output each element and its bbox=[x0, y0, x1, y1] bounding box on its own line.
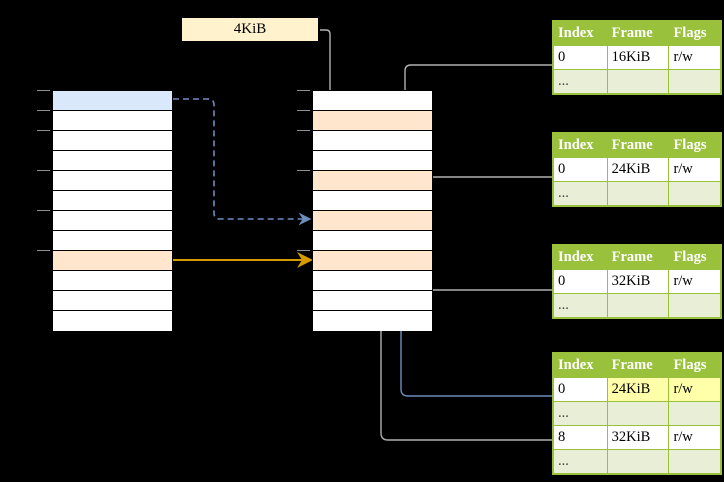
frame-table-cell-index: ... bbox=[553, 69, 608, 94]
frame-table-row[interactable]: ... bbox=[553, 181, 721, 206]
page-table-entry[interactable] bbox=[53, 151, 172, 171]
frame-table-row[interactable]: ... bbox=[553, 293, 721, 318]
page-table-entry[interactable] bbox=[313, 211, 432, 231]
page-table-entry[interactable] bbox=[313, 311, 432, 331]
page-table-entry[interactable] bbox=[313, 291, 432, 311]
page-table-entry[interactable] bbox=[313, 151, 432, 171]
tick-mark bbox=[297, 130, 310, 131]
page-table-entry[interactable] bbox=[53, 231, 172, 251]
tick-mark bbox=[37, 130, 50, 131]
column-header-index: Index bbox=[553, 21, 608, 46]
frame-table-cell-flags: r/w bbox=[668, 377, 721, 402]
middle-page-table[interactable] bbox=[312, 90, 433, 331]
page-table-entry[interactable] bbox=[53, 271, 172, 291]
column-header-frame: Frame bbox=[606, 21, 670, 46]
frame-table-cell-flags bbox=[668, 69, 721, 94]
frame-table-cell-frame: 32KiB bbox=[606, 269, 670, 294]
frame-table-cell-flags: r/w bbox=[668, 45, 721, 70]
frame-table-cell-flags bbox=[668, 449, 721, 474]
tick-mark bbox=[297, 250, 310, 251]
page-table-entry[interactable] bbox=[313, 91, 432, 111]
frame-table-row[interactable]: ... bbox=[553, 401, 721, 426]
column-header-flags: Flags bbox=[668, 133, 721, 158]
frame-table-cell-index: ... bbox=[553, 449, 608, 474]
size-label-4kib: 4KiB bbox=[182, 18, 318, 41]
page-table-entry[interactable] bbox=[53, 131, 172, 151]
page-table-entry[interactable] bbox=[313, 111, 432, 131]
tick-mark bbox=[297, 90, 310, 91]
page-table-entry[interactable] bbox=[53, 91, 172, 111]
column-header-index: Index bbox=[553, 353, 608, 378]
page-table-entry[interactable] bbox=[313, 271, 432, 291]
page-table-entry[interactable] bbox=[313, 251, 432, 271]
frame-table-cell-frame bbox=[606, 181, 670, 206]
column-header-index: Index bbox=[553, 245, 608, 270]
tick-mark bbox=[297, 170, 310, 171]
frame-table-cell-flags: r/w bbox=[668, 425, 721, 450]
tick-mark bbox=[37, 170, 50, 171]
tick-mark bbox=[37, 250, 50, 251]
frame-table-cell-flags: r/w bbox=[668, 157, 721, 182]
left-page-table[interactable] bbox=[52, 90, 173, 331]
frame-table-cell-frame bbox=[606, 401, 670, 426]
tick-mark bbox=[37, 110, 50, 111]
frame-table-cell-flags bbox=[668, 401, 721, 426]
page-table-entry[interactable] bbox=[313, 131, 432, 151]
frame-table-cell-flags: r/w bbox=[668, 269, 721, 294]
frame-table-row[interactable]: ... bbox=[553, 69, 721, 94]
frame-table-cell-frame: 32KiB bbox=[606, 425, 670, 450]
frame-table-cell-index: 0 bbox=[553, 45, 608, 70]
tick-mark bbox=[37, 210, 50, 211]
page-table-entry[interactable] bbox=[53, 111, 172, 131]
page-table-entry[interactable] bbox=[53, 171, 172, 191]
frame-table-cell-flags bbox=[668, 293, 721, 318]
column-header-flags: Flags bbox=[668, 245, 721, 270]
page-table-entry[interactable] bbox=[53, 251, 172, 271]
column-header-frame: Frame bbox=[606, 353, 670, 378]
page-table-entry[interactable] bbox=[53, 291, 172, 311]
frame-table-cell-frame: 24KiB bbox=[606, 377, 670, 402]
frame-table-cell-index: 0 bbox=[553, 157, 608, 182]
frame-table-cell-flags bbox=[668, 181, 721, 206]
page-table-entry[interactable] bbox=[313, 231, 432, 251]
frame-table-cell-frame bbox=[606, 293, 670, 318]
column-header-flags: Flags bbox=[668, 353, 721, 378]
tick-mark bbox=[297, 110, 310, 111]
page-table-entry[interactable] bbox=[53, 211, 172, 231]
frame-table-cell-frame bbox=[606, 449, 670, 474]
column-header-frame: Frame bbox=[606, 133, 670, 158]
page-table-entry[interactable] bbox=[313, 191, 432, 211]
frame-table-cell-index: ... bbox=[553, 181, 608, 206]
frame-table-cell-index: 0 bbox=[553, 377, 608, 402]
page-table-entry[interactable] bbox=[53, 191, 172, 211]
size-label-text: 4KiB bbox=[233, 21, 267, 37]
frame-table-cell-index: 0 bbox=[553, 269, 608, 294]
frame-table-cell-index: ... bbox=[553, 401, 608, 426]
column-header-index: Index bbox=[553, 133, 608, 158]
page-table-entry[interactable] bbox=[53, 311, 172, 331]
frame-table-cell-frame: 24KiB bbox=[606, 157, 670, 182]
frame-table-cell-index: ... bbox=[553, 293, 608, 318]
frame-table-row[interactable]: ... bbox=[553, 449, 721, 474]
page-table-entry[interactable] bbox=[313, 171, 432, 191]
frame-table-cell-index: 8 bbox=[553, 425, 608, 450]
tick-mark bbox=[37, 90, 50, 91]
frame-table-cell-frame bbox=[606, 69, 670, 94]
frame-table-cell-frame: 16KiB bbox=[606, 45, 670, 70]
column-header-frame: Frame bbox=[606, 245, 670, 270]
column-header-flags: Flags bbox=[668, 21, 721, 46]
